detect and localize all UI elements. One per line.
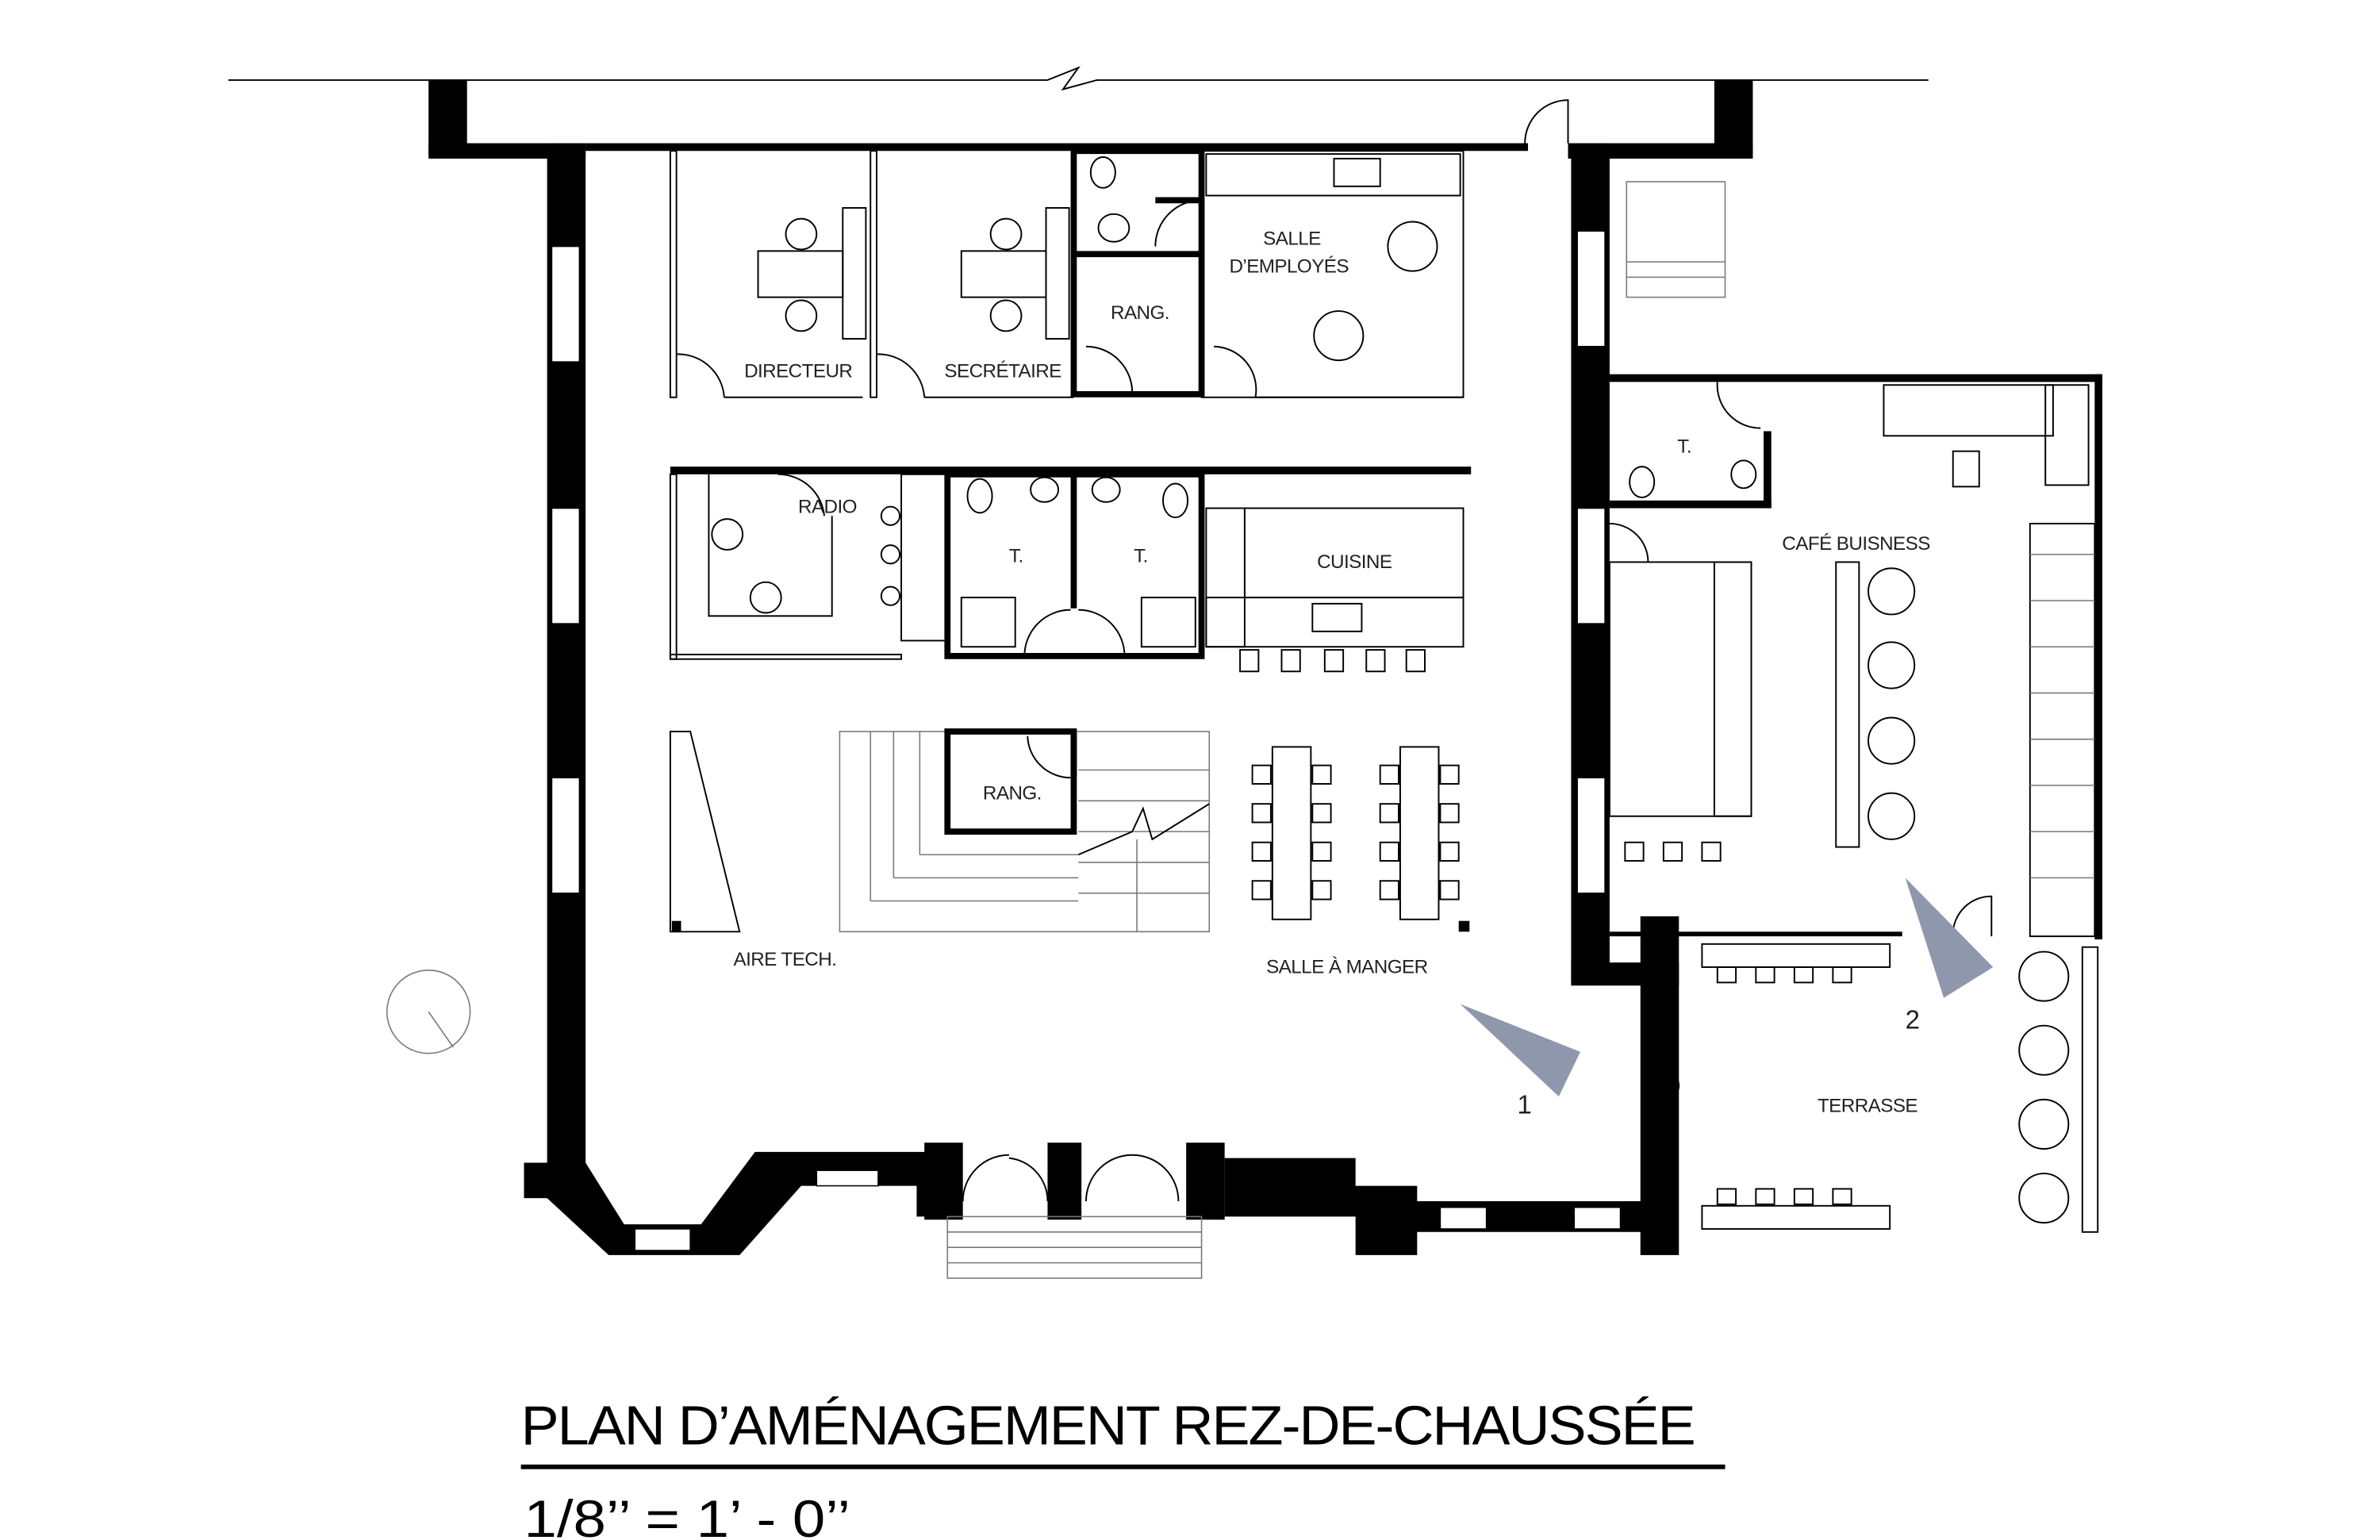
view-marker-1-icon: [1460, 1004, 1581, 1096]
cafe-area: [1608, 374, 2103, 940]
room-label-rangement: RANG.: [1111, 302, 1169, 324]
property-line: [228, 66, 1929, 91]
entrance-steps: [946, 1154, 1203, 1279]
exterior-ramp: [1524, 99, 1726, 298]
room-label-cafe: CAFÉ BUISNESS: [1782, 533, 1930, 555]
room-label-toilette-2: T.: [1134, 545, 1148, 566]
plan-title: PLAN D’AMÉNAGEMENT REZ-DE-CHAUSSÉE: [521, 1395, 1695, 1457]
room-label-radio: RADIO: [798, 496, 857, 517]
stairs: [669, 728, 1470, 933]
view-marker-2-icon: [1905, 878, 1994, 998]
room-label-salle-employes-line2: D’EMPLOYÉS: [1229, 256, 1349, 278]
room-label-toilette-1: T.: [1009, 545, 1023, 566]
room-label-salle-employes-line1: SALLE: [1263, 229, 1321, 250]
room-label-terrasse: TERRASSE: [1818, 1095, 1917, 1116]
dining-tables: [1251, 746, 1460, 920]
title-underline: [520, 1464, 1726, 1469]
room-label-directeur: DIRECTEUR: [744, 361, 852, 382]
view-label-1: 1: [1517, 1089, 1531, 1119]
room-label-aire-tech: AIRE TECH.: [733, 949, 836, 970]
terrasse-area: [1645, 943, 2099, 1233]
view-label-2: 2: [1906, 1005, 1920, 1035]
room-label-secretaire: SECRÉTAIRE: [944, 361, 1061, 382]
top-partitions: [669, 148, 1464, 398]
room-label-toilette-cafe: T.: [1677, 436, 1691, 458]
room-label-salle-manger: SALLE À MANGER: [1266, 957, 1428, 978]
windows: [551, 230, 1622, 1251]
north-arrow-icon: [386, 970, 471, 1054]
room-label-cuisine: CUISINE: [1317, 551, 1392, 573]
plan-scale: 1/8’’ = 1’ - 0’’: [524, 1489, 850, 1540]
middle-partitions: [669, 467, 1472, 673]
room-label-rangement-2: RANG.: [983, 782, 1042, 804]
